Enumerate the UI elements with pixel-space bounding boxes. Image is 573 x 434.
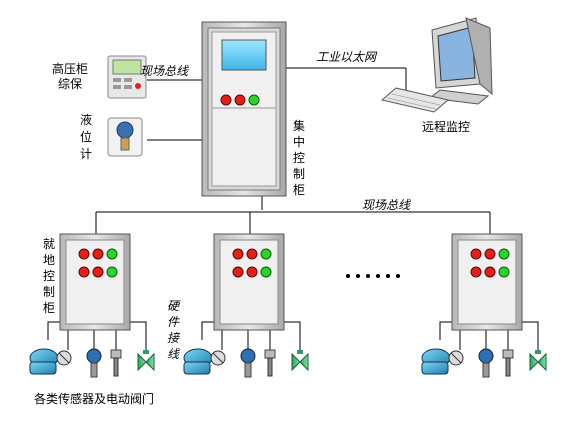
field-devices-2 (183, 348, 309, 378)
fieldbus-top-label: 现场总线 (140, 64, 189, 78)
hv-protection-label: 高压柜 综保 (52, 62, 89, 91)
sensors-valves-label: 各类传感器及电动阀门 (34, 392, 155, 406)
field-devices-3 (421, 348, 547, 378)
remote-monitor-label: 远程监控 (422, 120, 471, 134)
local-cabinet-2 (213, 233, 285, 331)
sensor-icon (110, 349, 122, 377)
central-control-cabinet (201, 21, 287, 197)
valve-icon (137, 350, 155, 372)
transmitter-icon (86, 348, 102, 378)
level-meter-label: 液 位 计 (80, 113, 93, 161)
hardwire-label: 硬件接线 (166, 299, 179, 361)
industrial-ethernet-label: 工业以太网 (316, 50, 377, 64)
more-cabinets-ellipsis-dots (346, 274, 400, 278)
connection-lines (47, 67, 539, 350)
computer-icon (380, 17, 493, 113)
level-meter-icon (107, 117, 143, 157)
local-cabinet-label: 就地控制柜 (42, 237, 55, 315)
local-cabinet-1 (59, 233, 131, 331)
central-cabinet-label: 集中控制柜 (292, 119, 305, 197)
protection-relay-icon (107, 55, 147, 99)
actuator-icon (29, 348, 72, 375)
fieldbus-bus-label: 现场总线 (362, 198, 411, 212)
field-devices-1 (29, 348, 155, 378)
local-cabinet-3 (451, 233, 523, 331)
